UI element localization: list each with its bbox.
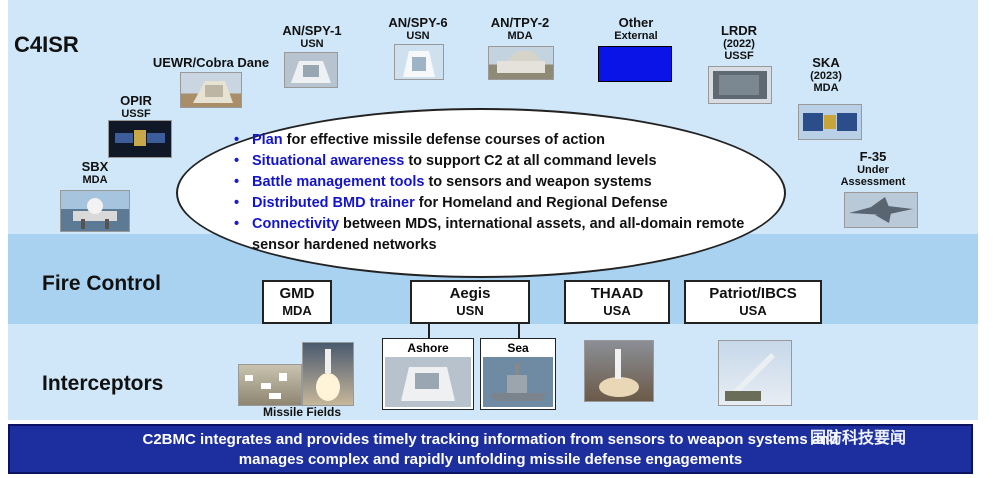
opir-image <box>108 120 172 158</box>
missile-fields-image-2 <box>302 342 354 406</box>
opir-label: OPIR USSF <box>120 93 152 121</box>
c4isr-label: C4ISR <box>14 32 79 57</box>
capability-item: Connectivity between MDS, international … <box>232 214 772 256</box>
f35-image <box>844 192 918 228</box>
aegis-sea-connector <box>518 324 520 338</box>
spy1-image <box>284 52 338 88</box>
summary-line-2: manages complex and rapidly unfolding mi… <box>238 451 743 468</box>
spy6-label: AN/SPY-6 USN <box>388 15 448 43</box>
summary-line-1: C2BMC integrates and provides timely tra… <box>142 431 839 448</box>
missile-fields-label: Missile Fields <box>262 405 342 419</box>
aegis-sea-box: Sea <box>480 338 556 410</box>
fire-control-label: Fire Control <box>42 272 161 295</box>
tpy2-label: AN/TPY-2 MDA <box>490 15 550 43</box>
spy1-label: AN/SPY-1 USN <box>282 23 342 51</box>
sbx-image <box>60 190 130 232</box>
other-label: Other External <box>614 15 658 43</box>
ska-image <box>798 104 862 140</box>
aegis-ashore-image <box>385 357 471 407</box>
uewr-image <box>180 72 242 108</box>
aegis-ashore-box: Ashore <box>382 338 474 410</box>
other-sensor-box <box>598 46 672 82</box>
aegis-sea-image <box>483 357 553 407</box>
tpy2-image <box>488 46 554 80</box>
capabilities-list: Plan for effective missile defense cours… <box>232 130 772 256</box>
sbx-label: SBX MDA <box>81 159 109 187</box>
ska-label: SKA (2023) MDA <box>810 55 842 95</box>
capability-item: Distributed BMD trainer for Homeland and… <box>232 193 772 214</box>
lrdr-image <box>708 66 772 104</box>
patriot-interceptor-image <box>718 340 792 406</box>
interceptors-label: Interceptors <box>42 372 164 395</box>
f35-label: F-35 Under Assessment <box>840 149 906 189</box>
sea-label: Sea <box>507 341 529 355</box>
c2bmc-summary-banner: C2BMC integrates and provides timely tra… <box>8 424 973 474</box>
missile-fields-image-1 <box>238 364 302 406</box>
ashore-label: Ashore <box>407 341 449 355</box>
capability-item: Plan for effective missile defense cours… <box>232 130 772 151</box>
capability-item: Situational awareness to support C2 at a… <box>232 151 772 172</box>
aegis-ashore-connector <box>428 324 430 338</box>
capability-item: Battle management tools to sensors and w… <box>232 172 772 193</box>
uewr-label: UEWR/Cobra Dane <box>152 55 270 70</box>
spy6-image <box>394 44 444 80</box>
lrdr-label: LRDR (2022) USSF <box>720 23 758 63</box>
thaad-interceptor-image <box>584 340 654 402</box>
watermark: 国防科技要闻 <box>810 430 907 447</box>
